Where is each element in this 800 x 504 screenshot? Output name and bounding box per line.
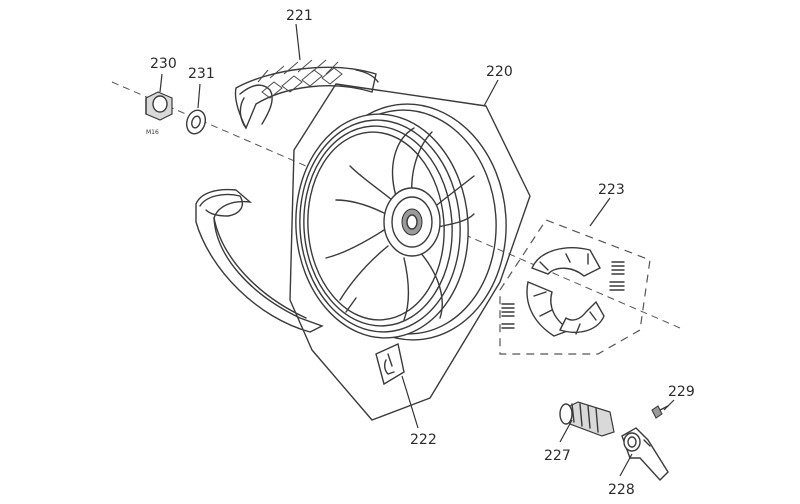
- brake-cam-shaft: [559, 401, 615, 437]
- tire-lower-half: [195, 188, 324, 333]
- part-number-220: 220: [486, 64, 513, 80]
- leader-lines: [159, 23, 675, 477]
- brake-shoe-set: [499, 219, 651, 355]
- brake-spring-right: [609, 261, 625, 291]
- part-number-230: 230: [150, 56, 177, 72]
- brake-spring-left: [501, 303, 515, 329]
- tire-valve: [375, 343, 405, 386]
- part-number-228: 228: [608, 482, 635, 498]
- part-number-223: 223: [598, 182, 625, 198]
- brake-cam-lever: [621, 427, 669, 482]
- part-number-229: 229: [668, 384, 695, 400]
- tire-upper-half: [234, 59, 379, 130]
- bolt-size-label: M16: [146, 129, 159, 136]
- part-number-227: 227: [544, 448, 571, 464]
- axle-washer: [185, 109, 207, 135]
- part-number-231: 231: [188, 66, 215, 82]
- axle-nut: M16: [145, 91, 173, 136]
- part-number-221: 221: [286, 8, 313, 24]
- rear-wheel: [289, 83, 531, 421]
- part-number-222: 222: [410, 432, 437, 448]
- cam-lever-bolt: [651, 405, 669, 419]
